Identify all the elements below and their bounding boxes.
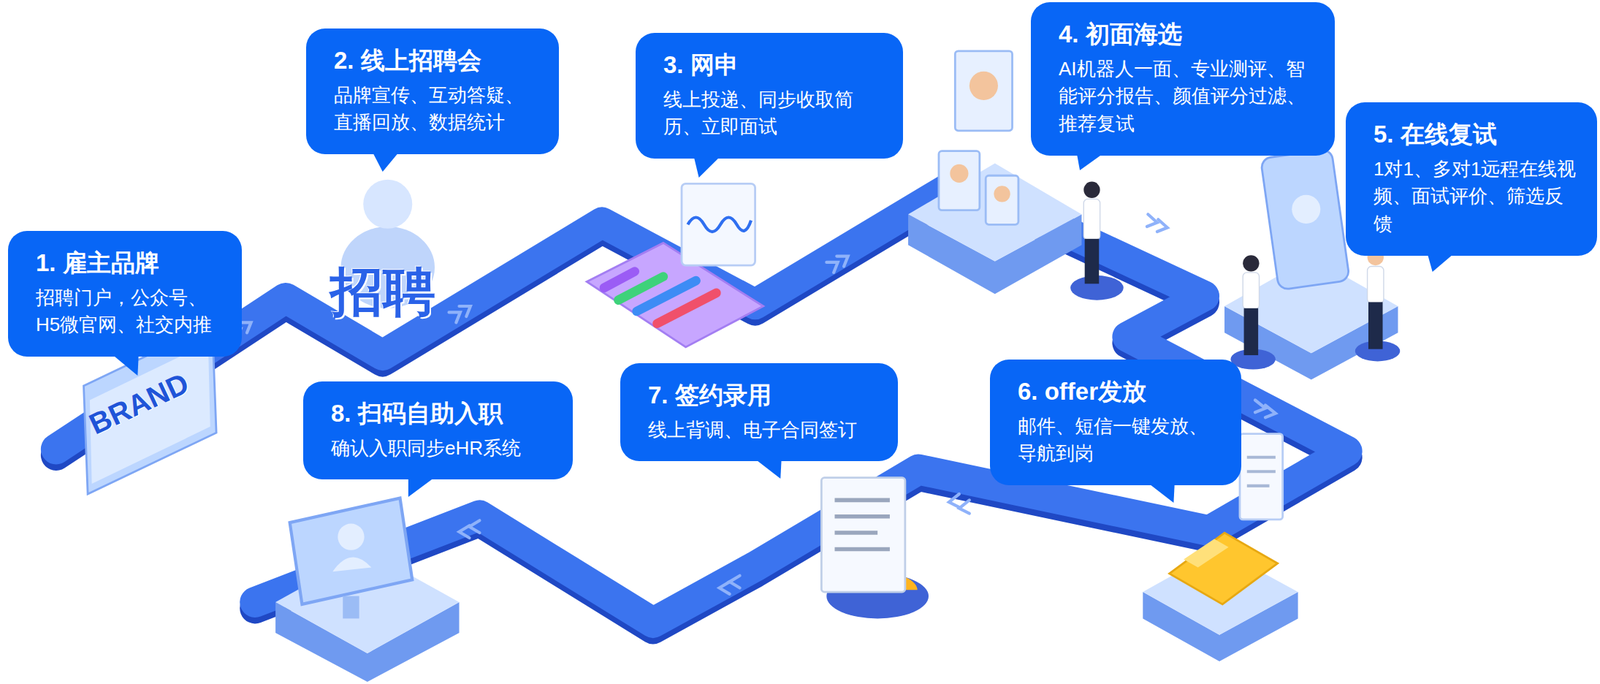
contract: [821, 477, 906, 592]
callout-tail: [8, 354, 242, 377]
figure-body: [1083, 198, 1100, 240]
callout-tail: [303, 477, 573, 498]
callout-tail-shape: [694, 156, 721, 178]
step-body: 确认入职同步eHR系统: [330, 434, 553, 463]
step-body: 1对1、多对1远程在线视频、面试评价、筛选反馈: [1373, 155, 1577, 239]
step-heading: 1. 雇主品牌: [35, 246, 222, 280]
step-body: 线上投递、同步收取简历、立即面试: [663, 86, 883, 142]
callout-tail: [635, 156, 904, 179]
monitor: [290, 498, 413, 605]
callout-box: 1. 雇主品牌招聘门户，公众号、H5微官网、社交内推: [8, 230, 242, 357]
step-heading: 6. offer发放: [1017, 375, 1221, 409]
callout-tail: [306, 151, 559, 173]
figure-legs: [1084, 238, 1100, 284]
callout-tail: [1345, 253, 1598, 273]
step-heading: 2. 线上招聘会: [333, 44, 539, 78]
contract-lines: [835, 499, 890, 549]
callout-tail-shape: [1076, 153, 1104, 171]
figure-body: [1367, 266, 1384, 304]
step-heading: 3. 网申: [663, 48, 883, 82]
graph-wave: [687, 216, 752, 232]
doc-lines: [1247, 457, 1276, 486]
step-heading: 4. 初面海选: [1058, 18, 1315, 52]
callout-tail-shape: [372, 151, 399, 172]
callout-tail-shape: [408, 477, 435, 497]
callout-box: 7. 签约录用线上背调、电子合同签订: [620, 363, 898, 462]
callout-box: 3. 网申线上投递、同步收取简历、立即面试: [635, 32, 904, 159]
chart-bars: [604, 271, 717, 324]
callout-tail-shape: [111, 354, 139, 376]
callout-box: 2. 线上招聘会品牌宣传、互动答疑、直播回放、数据统计: [306, 28, 559, 155]
recruit-3d-text: 招聘: [330, 257, 436, 328]
step-body: 邮件、短信一键发放、导航到岗: [1017, 412, 1221, 468]
brand-text: BRAND: [84, 366, 194, 442]
monitor-avatar-body: [332, 556, 372, 572]
step-heading: 5. 在线复试: [1373, 118, 1577, 152]
figure-legs: [1244, 308, 1259, 356]
step-body: AI机器人一面、专业测评、智能评分报告、颜值评分过滤、推荐复试: [1058, 55, 1315, 139]
callout-box: 8. 扫码自助入职确认入职同步eHR系统: [303, 381, 573, 480]
portrait-face: [949, 164, 969, 183]
folder: [1169, 532, 1278, 605]
doc-card: [1239, 433, 1283, 520]
callout-tail-shape: [1427, 253, 1454, 272]
callout-tail-shape: [1147, 482, 1175, 503]
step-heading: 7. 签约录用: [648, 379, 878, 413]
monitor-stand: [342, 596, 359, 619]
road: [56, 181, 1348, 623]
platform-top: [908, 162, 1082, 261]
step-heading: 8. 扫码自助入职: [330, 397, 553, 431]
graph-card: [681, 183, 756, 266]
phone-avatar: [1291, 195, 1321, 224]
step-body: 招聘门户，公众号、H5微官网、社交内推: [35, 284, 222, 339]
portrait-card: [938, 151, 980, 211]
figure-head: [1083, 181, 1100, 198]
step-body: 品牌宣传、互动答疑、直播回放、数据统计: [333, 81, 539, 137]
portrait-face: [969, 71, 998, 101]
callout-tail: [620, 458, 898, 480]
phone: [1260, 149, 1350, 291]
portrait-face: [993, 185, 1010, 202]
callout-tail: [989, 482, 1242, 504]
callout-box: 4. 初面海选AI机器人一面、专业测评、智能评分报告、颜值评分过滤、推荐复试: [1030, 2, 1335, 156]
callout-box: 5. 在线复试1对1、多对1远程在线视频、面试评价、筛选反馈: [1345, 102, 1598, 256]
step-body: 线上背调、电子合同签订: [648, 416, 878, 445]
callout-tail: [1030, 153, 1335, 171]
person-head: [363, 179, 413, 229]
folder-tab: [1183, 538, 1229, 567]
figure-head: [1242, 254, 1259, 272]
portrait-card: [954, 51, 1012, 131]
figure-legs: [1368, 301, 1384, 349]
callout-tail-shape: [754, 458, 782, 479]
callout-box: 6. offer发放邮件、短信一键发放、导航到岗: [989, 359, 1242, 486]
figure-body: [1242, 272, 1259, 310]
portrait-card: [985, 175, 1019, 225]
monitor-avatar: [337, 523, 364, 551]
